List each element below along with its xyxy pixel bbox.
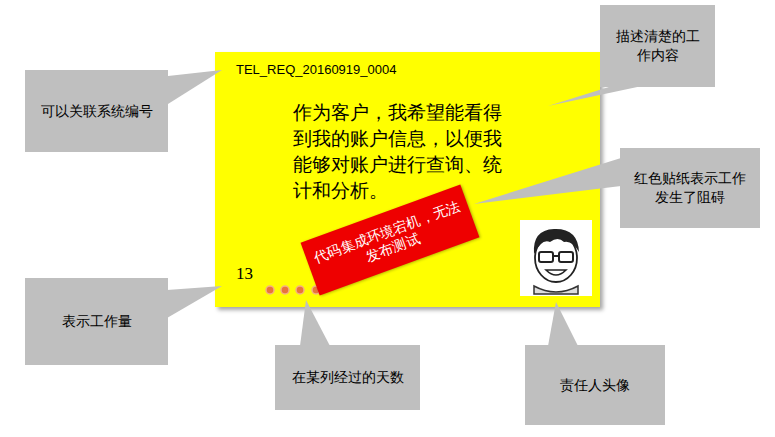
callout-text: 可以关联系统编号 (41, 102, 153, 121)
card-art (215, 52, 600, 307)
callout-text: 责任人头像 (560, 376, 630, 395)
workload-number: 13 (236, 264, 276, 284)
callout-box: 可以关联系统编号 (25, 70, 168, 152)
callout-box: 表示工作量 (25, 278, 168, 365)
card-id: TEL_REQ_20160919_0004 (236, 62, 536, 79)
callout-box: 责任人头像 (525, 345, 665, 425)
sticker-text: 代码集成环境宕机，无法发布测试 (312, 197, 469, 283)
callout-pointer (168, 70, 222, 104)
callout-pointer (167, 286, 222, 318)
callout-text: 在某列经过的天数 (292, 368, 404, 387)
blocker-sticker: 代码集成环境宕机，无法发布测试 (301, 185, 480, 296)
callout-box: 描述清楚的工作内容 (600, 5, 715, 87)
day-dot (266, 286, 274, 294)
owner-avatar (520, 220, 592, 296)
callout-text: 描述清楚的工作内容 (610, 27, 705, 65)
day-dot (296, 286, 304, 294)
card-description: 作为客户，我希望能看得到我的账户信息，以便我能够对账户进行查询、统计和分析。 (293, 100, 507, 204)
task-card: TEL_REQ_20160919_0004 作为客户，我希望能看得到我的账户信息，… (215, 52, 600, 307)
callout-box: 在某列经过的天数 (275, 345, 420, 410)
callout-text: 红色贴纸表示工作发生了阻碍 (630, 169, 750, 207)
callout-pointer (548, 302, 578, 346)
callout-box: 红色贴纸表示工作发生了阻碍 (620, 148, 760, 228)
callout-text: 表示工作量 (62, 312, 132, 331)
day-dot (281, 286, 289, 294)
